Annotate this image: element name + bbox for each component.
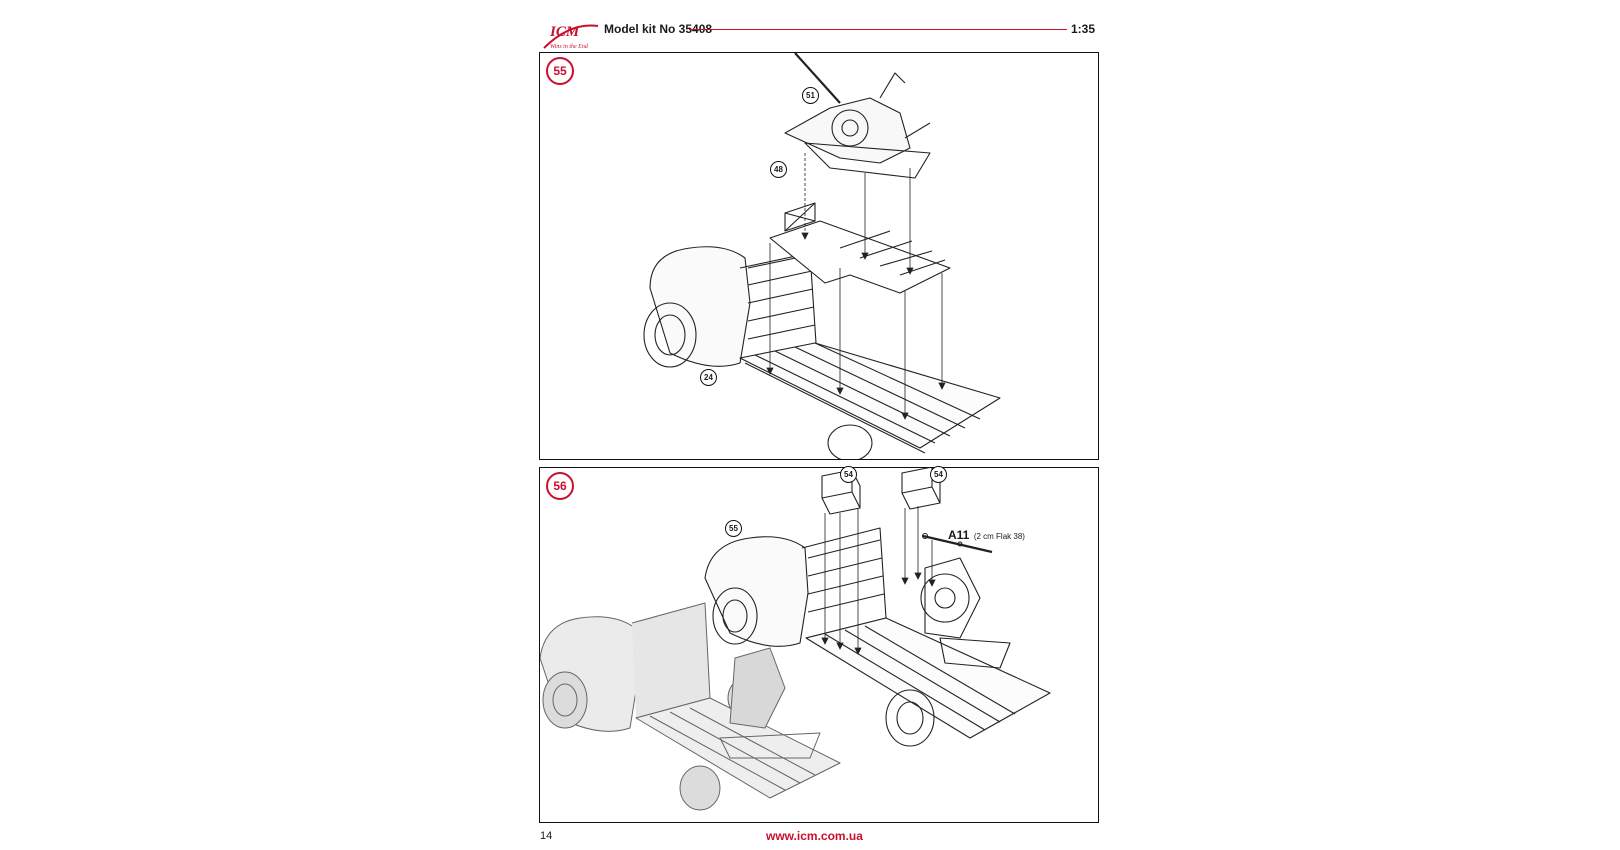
step-55-drawing (643, 53, 1001, 459)
step-56-drawing (540, 468, 1051, 811)
part-callout-54-left: 54 (840, 466, 857, 483)
part-callout-54-right: 54 (930, 466, 947, 483)
part-note: (2 cm Flak 38) (973, 532, 1025, 541)
logo-tagline: Wins in the End (550, 44, 589, 50)
step-55-panel: 55 51 48 24 (539, 52, 1099, 460)
part-callout-48: 48 (770, 161, 787, 178)
part-callout-24: 24 (700, 369, 717, 386)
icm-logo: ICM Wins in the End (540, 18, 602, 52)
step-56-panel: 56 54 54 55 A11 (2 cm Flak 38) (539, 466, 1099, 823)
kit-scale: 1:35 (1071, 22, 1096, 36)
part-callout-55: 55 (725, 520, 742, 537)
kit-number: Model kit No 35408 (604, 22, 713, 36)
website-link[interactable]: www.icm.com.ua (766, 829, 863, 843)
part-callout-51: 51 (802, 87, 819, 104)
step-number-badge: 55 (546, 57, 574, 85)
part-code: A11 (948, 528, 970, 542)
header-divider (689, 29, 1067, 30)
part-label-a11: A11 (2 cm Flak 38) (948, 526, 1025, 544)
logo-wordmark: ICM (549, 24, 580, 40)
step-number-badge: 56 (546, 472, 574, 500)
page-number: 14 (540, 830, 553, 842)
